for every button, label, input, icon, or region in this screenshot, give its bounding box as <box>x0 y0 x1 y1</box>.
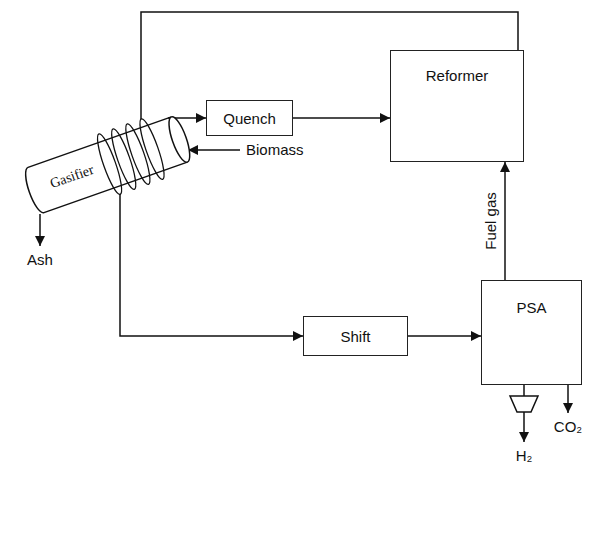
flow-connector <box>504 162 506 280</box>
gasifier-outline <box>10 90 210 240</box>
ash-arrow <box>39 214 41 246</box>
process-box: Quench <box>206 100 293 136</box>
process-box: Reformer <box>390 50 524 162</box>
gasifier-body <box>19 107 197 223</box>
heating-coil <box>122 122 155 186</box>
process-box: PSA <box>481 280 582 385</box>
node-label: PSA <box>516 299 546 316</box>
node-label: Reformer <box>426 67 489 84</box>
h2-arrow <box>523 412 525 442</box>
stream-label: Biomass <box>244 142 306 159</box>
flow-connector <box>120 194 303 336</box>
gasifier-cylinder: Gasifier <box>10 90 210 240</box>
heating-coil <box>136 117 169 181</box>
co2-arrow <box>567 385 569 413</box>
stream-label: Ash <box>25 252 55 269</box>
heating-coil <box>107 127 140 191</box>
node-label: Quench <box>223 110 276 127</box>
node-label: Gasifier <box>48 162 96 192</box>
cylinder-end <box>165 115 194 165</box>
node-label: Shift <box>340 328 370 345</box>
compressor-symbol <box>510 396 538 412</box>
stream-label: H₂ <box>514 448 535 465</box>
flow-connector <box>408 335 481 337</box>
stream-label: CO₂ <box>552 419 584 436</box>
flow-connector <box>293 117 390 119</box>
biomass-feed-arrow <box>188 149 240 151</box>
cylinder-shell <box>21 117 187 215</box>
heating-coil <box>93 132 126 196</box>
h2-line <box>523 385 525 396</box>
edge-label: Fuel gas <box>483 190 500 252</box>
process-box: Shift <box>303 316 408 356</box>
